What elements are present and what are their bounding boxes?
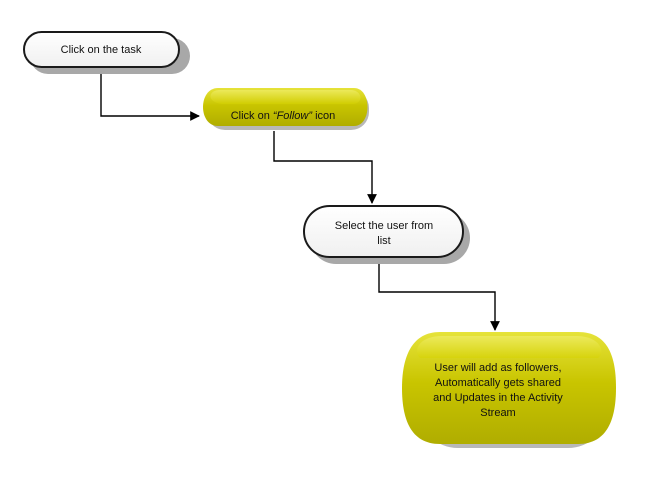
node-user-followers-label-line4: Stream: [480, 407, 515, 419]
connector-1: [100, 70, 200, 121]
node-user-followers-label-line1: User will add as followers,: [434, 362, 561, 374]
node-click-follow-label: Click on “Follow” icon: [231, 110, 336, 122]
node-click-task: Click on the task: [23, 31, 190, 74]
connector-3: [378, 262, 500, 331]
node-click-follow: Click on “Follow” icon: [203, 88, 369, 130]
node-select-user-label-line1: Select the user from: [335, 220, 433, 232]
node-click-task-label: Click on the task: [61, 44, 142, 56]
node-select-user-label-line2: list: [377, 235, 390, 247]
connector-2: [273, 131, 377, 204]
node-user-followers: User will add as followers, Automaticall…: [402, 332, 616, 448]
node-select-user: Select the user from list: [303, 205, 470, 264]
node-user-followers-label-line3: and Updates in the Activity: [433, 392, 563, 404]
node-user-followers-label-line2: Automatically gets shared: [435, 377, 561, 389]
